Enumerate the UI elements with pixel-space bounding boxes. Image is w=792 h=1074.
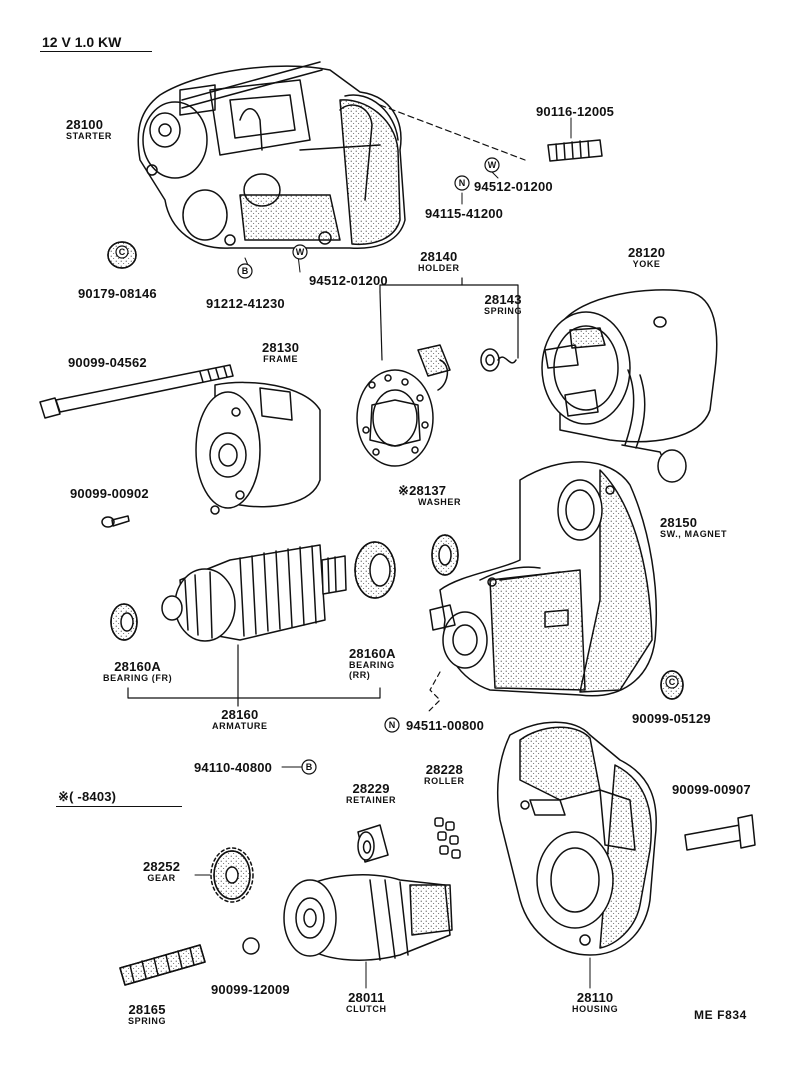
bolt-b-symbol-2: B [306,762,313,772]
magnet-switch-drawing [429,461,658,697]
part-number: 28228 [425,762,463,777]
part-number: 28252 [143,859,181,874]
through-bolt-drawing [39,364,234,419]
part-number: 28110 [576,990,614,1005]
part-name: GEAR [147,873,176,883]
label-28011: 28011 CLUTCH [346,991,387,1014]
label-28160a-rr: 28160A BEARING (RR) [349,647,396,680]
part-name: WASHER [418,497,462,507]
washer-drawing [431,534,459,576]
nut-n-symbol-1: N [459,178,466,188]
label-94512-01200-b: 94512-01200 [309,273,388,288]
label-28160: 28160 ARMATURE [212,708,268,731]
part-name: STARTER [66,131,113,141]
stud-bolt-drawing [547,139,603,162]
label-28228: 28228 ROLLER [424,763,465,786]
label-94511-00800: 94511-00800 [406,718,485,733]
part-number: 28140 [420,249,458,264]
part-number: 28160A [349,646,396,661]
armature-drawing [161,544,347,642]
bearing-fr-drawing [110,603,138,641]
label-91212-41230: 91212-41230 [206,296,285,311]
part-name: YOKE [632,259,661,269]
label-28120: 28120 YOKE [628,246,665,269]
label-28140: 28140 HOLDER [418,250,460,273]
part-number: 28160 [221,707,259,722]
bearing-rr-drawing [354,541,396,599]
label-90099-04562: 90099-04562 [68,355,147,370]
part-name: SPRING [128,1016,167,1026]
label-28130: 28130 FRAME [262,341,299,364]
part-name: ARMATURE [212,721,268,731]
part-name: ROLLER [424,776,465,786]
frame-drawing [195,381,321,515]
washer-w-symbol-2: W [296,247,305,257]
label-90179-08146: 90179-08146 [78,286,157,301]
part-number: 28229 [352,781,390,796]
label-28150: 28150 SW., MAGNET [660,516,727,539]
label-94110-40800: 94110-40800 [194,760,273,775]
part-name: SPRING [484,306,523,316]
label-90099-12009: 90099-12009 [211,982,290,997]
label-94512-01200-a: 94512-01200 [474,179,553,194]
steel-ball-drawing [242,937,260,955]
starter-assembly-drawing [137,61,406,249]
label-28110: 28110 HOUSING [572,991,618,1014]
part-number: 28143 [484,292,522,307]
label-90099-00907: 90099-00907 [672,782,751,797]
label-90099-05129: 90099-05129 [632,711,711,726]
nut-c-symbol-1: C [119,247,126,257]
label-90099-00902: 90099-00902 [70,486,149,501]
screw-00902-drawing [101,515,130,528]
serial-range-note: ※( -8403) [58,789,117,804]
part-name: HOLDER [418,263,460,273]
voltage-rating-title: 12 V 1.0 KW [42,34,122,50]
label-28229: 28229 RETAINER [346,782,396,805]
part-number: 28011 [348,990,385,1005]
part-name: SW., MAGNET [660,529,728,539]
rollers-drawing [434,817,461,859]
part-number: 28165 [128,1002,166,1017]
part-number: 28150 [660,515,698,530]
label-28160a-fr: 28160A BEARING (FR) [103,660,172,683]
label-28165: 28165 SPRING [128,1003,166,1026]
part-number: 28120 [628,245,666,260]
label-28143: 28143 SPRING [484,293,522,316]
part-name: CLUTCH [346,1004,387,1014]
clutch-drawing [283,874,453,961]
part-name: BEARING [349,660,395,670]
part-number: 28130 [262,340,300,355]
label-28137: ※28137 WASHER [398,484,461,507]
nut-c-symbol-2: C [669,677,676,687]
part-number: 28100 [66,117,104,132]
nut-n-symbol-2: N [389,720,396,730]
washer-w-symbol-1: W [488,160,497,170]
label-90116-12005: 90116-12005 [536,104,615,119]
brush-spring-drawing [480,348,517,372]
part-name: FRAME [263,354,299,364]
part-number: 28160A [114,659,161,674]
label-28100: 28100 STARTER [66,118,112,141]
bolt-b-symbol-1: B [242,266,249,276]
clutch-spring-drawing [119,944,206,986]
diagram-code: ME F834 [694,1008,747,1022]
brush-holder-drawing [356,344,451,467]
yoke-drawing [541,289,718,483]
label-28252: 28252 GEAR [143,860,180,883]
label-94115-41200: 94115-41200 [425,206,504,221]
part-number: ※28137 [398,483,447,498]
housing-drawing [496,721,657,956]
part-name: HOUSING [572,1004,619,1014]
title-underline [40,51,152,52]
part-name-2: (RR) [349,670,371,680]
part-name: RETAINER [346,795,397,805]
gear-drawing [210,847,254,903]
note-underline [56,806,182,807]
retainer-drawing [357,824,389,863]
bolt-00907-drawing [684,814,756,851]
part-name: BEARING (FR) [103,673,173,683]
